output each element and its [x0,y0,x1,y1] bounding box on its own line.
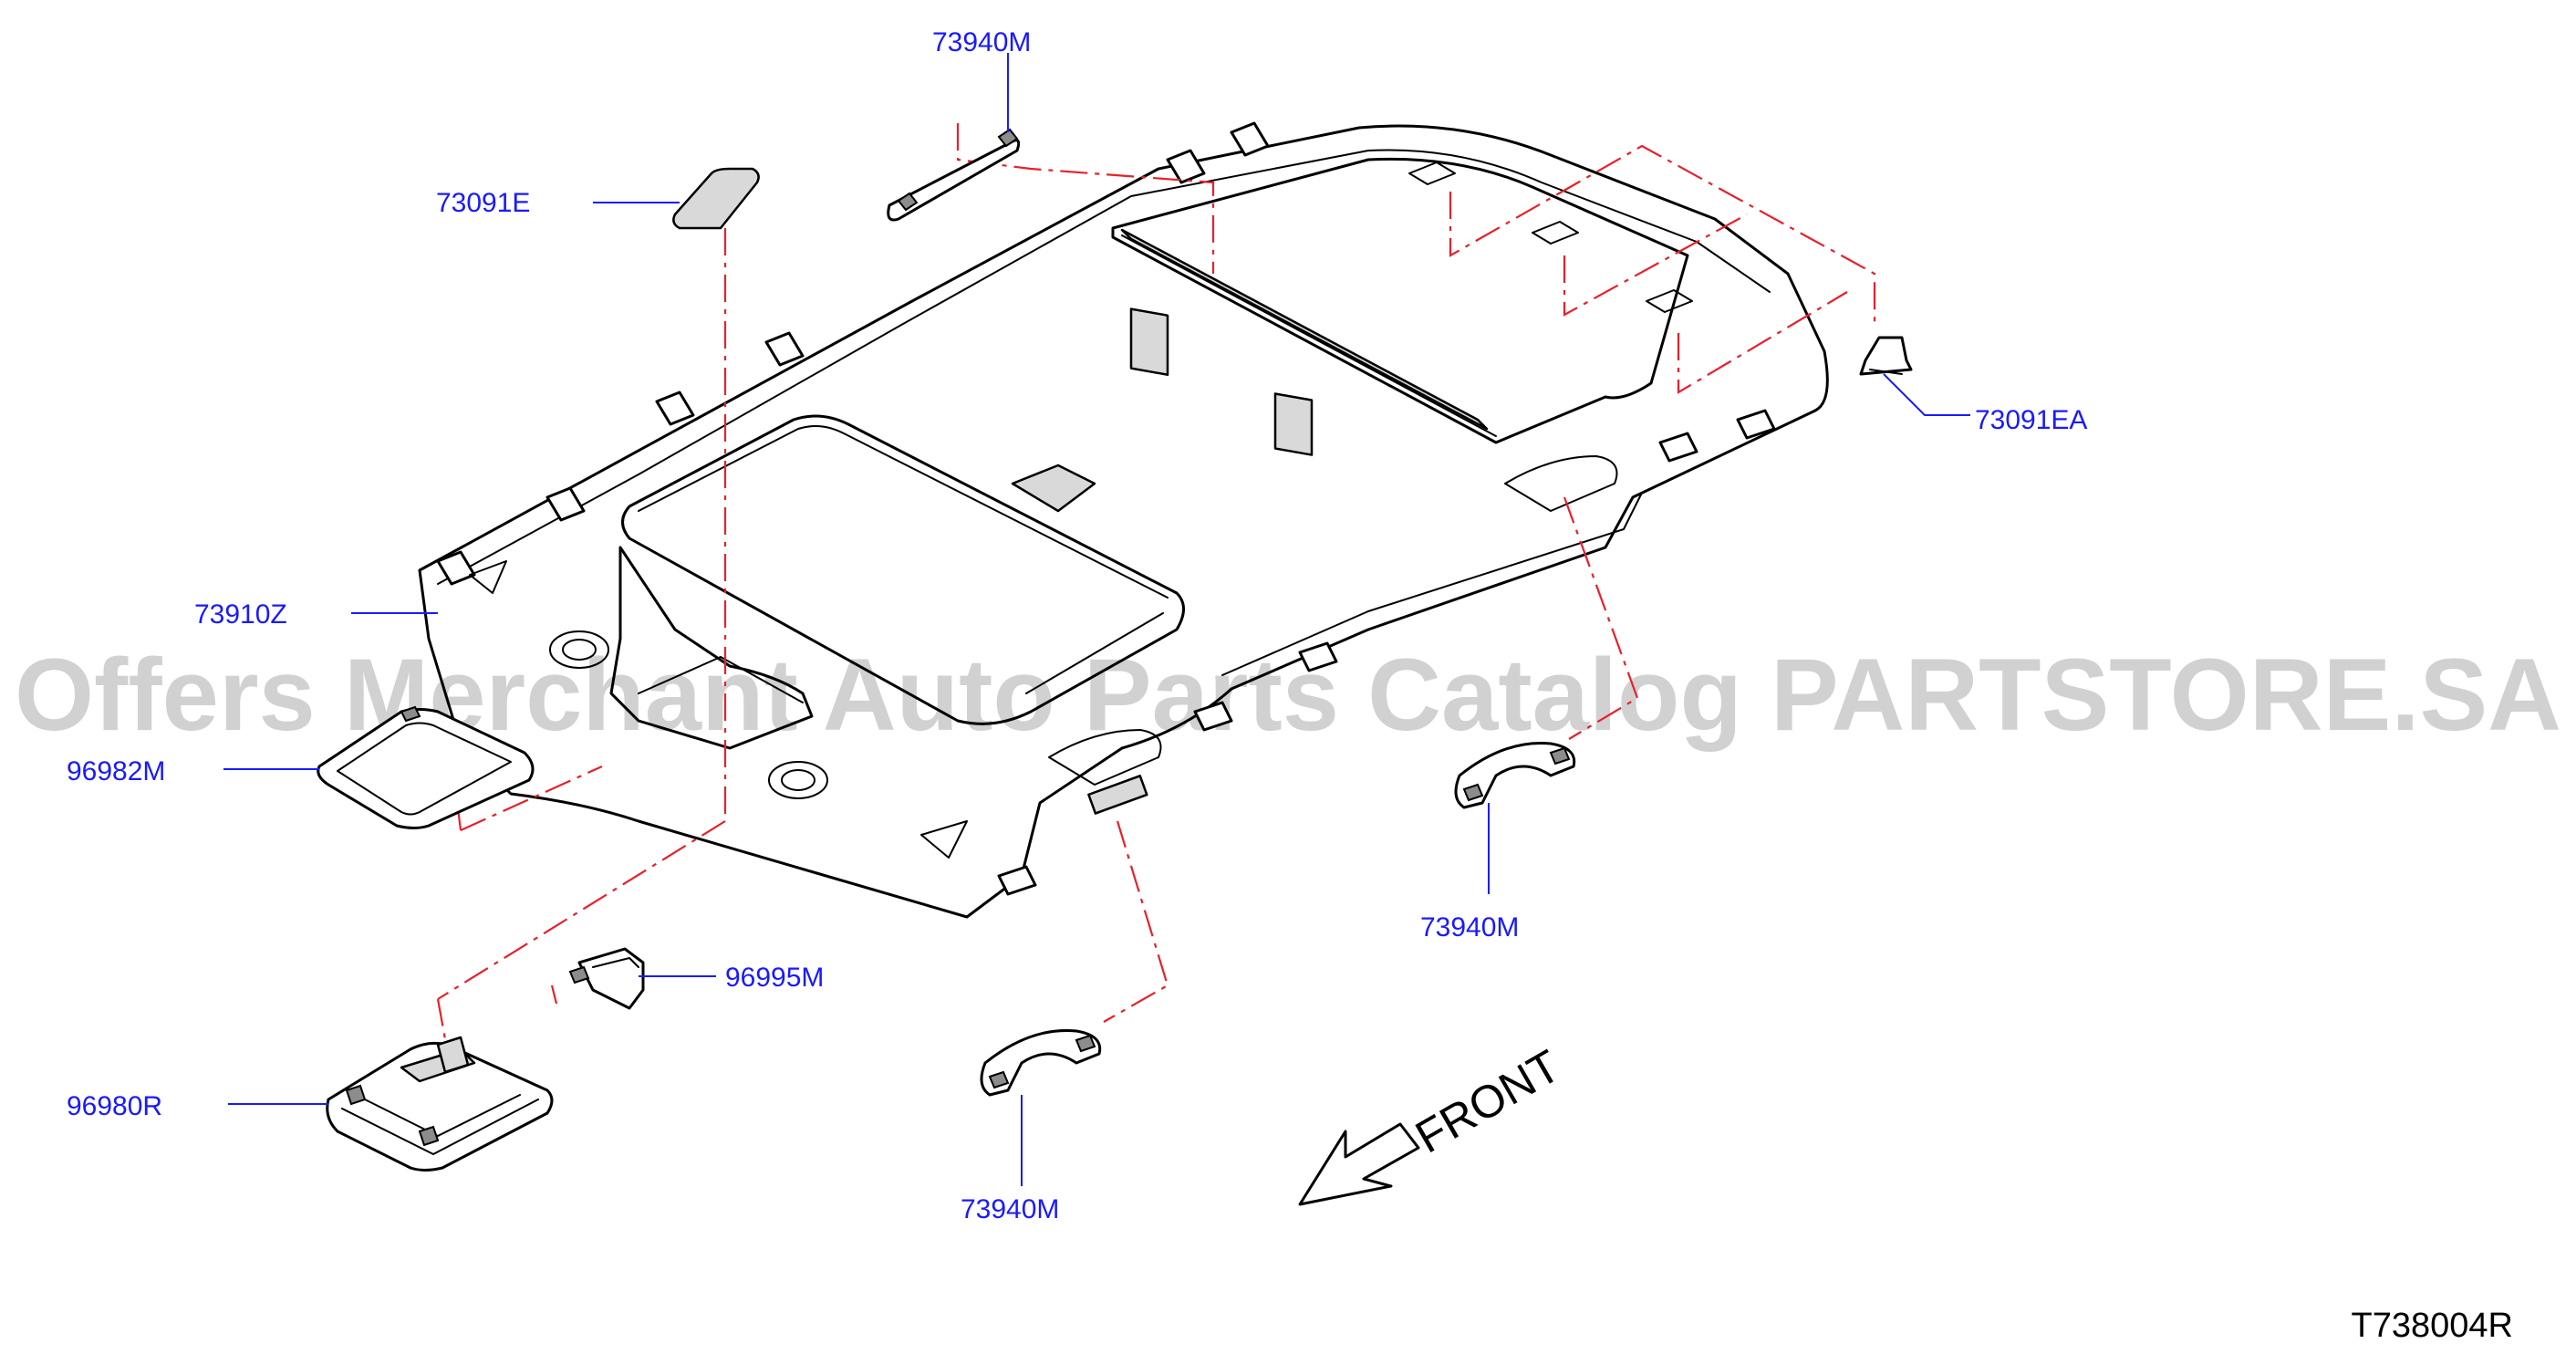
label-headlining: 73910Z [194,599,287,630]
map-lamp-bezel[interactable] [317,705,535,829]
pad-rear-2 [1273,392,1314,456]
pad-rear-1 [1129,307,1169,376]
map-lamp[interactable] [326,1036,554,1172]
label-rear-tag: 73091E [436,188,530,218]
assist-grip-front[interactable] [980,1028,1102,1097]
phantom-lines [436,123,1876,1050]
headlining-panel[interactable] [418,121,1829,919]
assist-grip-top[interactable] [887,128,1021,222]
label-bezel: 96982M [67,756,165,786]
front-arrow-icon [1298,1122,1420,1206]
label-grip-right: 73940M [1420,912,1519,943]
assist-grip-right[interactable] [1454,741,1576,809]
front-direction-indicator: FRONT [1298,1040,1569,1206]
clip-part[interactable] [1859,336,1913,376]
label-map-lamp: 96980R [67,1091,162,1121]
label-grip-front: 73940M [961,1194,1059,1224]
rear-tag-part[interactable] [672,167,760,230]
leader-lines [223,53,1970,1186]
label-bracket: 96995M [725,963,824,993]
front-label: FRONT [1407,1040,1569,1163]
label-grip-top: 73940M [932,27,1031,57]
drawing-number: T738004R [2352,1307,2513,1345]
label-clip: 73091EA [1975,405,2087,435]
lamp-bracket[interactable] [568,947,645,1010]
